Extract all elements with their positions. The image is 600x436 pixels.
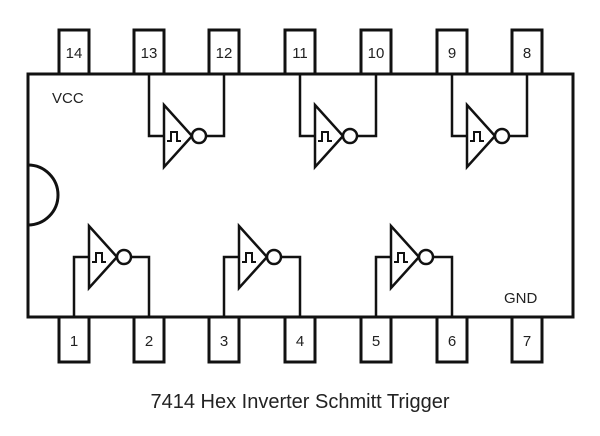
pin-box <box>510 315 544 364</box>
inverter-bubble <box>341 127 359 145</box>
pin-number: 14 <box>66 45 83 62</box>
input-wire <box>147 74 164 138</box>
pin-box <box>283 315 317 364</box>
pin-box <box>207 315 241 364</box>
inverter-bubble <box>265 248 283 266</box>
pin-number: 2 <box>145 333 153 350</box>
output-wire <box>509 74 529 138</box>
pin-number: 4 <box>296 333 304 350</box>
pin-number: 1 <box>70 333 78 350</box>
schmitt-inverter-gate <box>374 222 454 317</box>
pin-number: 12 <box>216 45 233 62</box>
pin-number: 6 <box>448 333 456 350</box>
hysteresis-icon <box>318 131 332 142</box>
inverter-bubble <box>417 248 435 266</box>
pin-5: 5 <box>359 315 393 364</box>
output-wire <box>131 255 151 317</box>
orientation-notch <box>27 163 60 227</box>
output-wire <box>206 74 226 138</box>
pin-7: 7 <box>510 315 544 364</box>
pin-number: 8 <box>523 45 531 62</box>
input-wire <box>72 255 89 317</box>
inverter-bubble <box>115 248 133 266</box>
gnd-label: GND <box>504 290 538 307</box>
schmitt-inverter-gate <box>72 222 151 317</box>
inverter-bubble <box>190 127 208 145</box>
pin-12: 12 <box>207 28 241 76</box>
pin-13: 13 <box>132 28 166 76</box>
schmitt-inverter-gate <box>298 74 378 171</box>
pin-11: 11 <box>283 28 317 76</box>
schmitt-inverter-gate <box>222 222 302 317</box>
pin-14: 14 <box>57 28 91 76</box>
pin-number: 3 <box>220 333 228 350</box>
hysteresis-icon <box>242 252 256 263</box>
pin-number: 7 <box>523 333 531 350</box>
pin-9: 9 <box>435 28 469 76</box>
input-wire <box>450 74 467 138</box>
pin-1: 1 <box>57 315 91 364</box>
pin-box <box>510 28 544 76</box>
output-wire <box>357 74 378 138</box>
pin-box <box>435 28 469 76</box>
vcc-label: VCC <box>52 90 84 107</box>
pin-number: 5 <box>372 333 380 350</box>
output-wire <box>433 255 454 317</box>
input-wire <box>298 74 315 138</box>
schmitt-inverter-gate <box>147 74 226 171</box>
pin-number: 13 <box>141 45 158 62</box>
hysteresis-icon <box>167 131 181 142</box>
pin-10: 10 <box>359 28 393 76</box>
hysteresis-icon <box>470 131 484 142</box>
inverter-bubble <box>493 127 511 145</box>
pin-6: 6 <box>435 315 469 364</box>
input-wire <box>222 255 239 317</box>
pin-number: 10 <box>368 45 385 62</box>
diagram-title: 7414 Hex Inverter Schmitt Trigger <box>150 391 449 413</box>
input-wire <box>374 255 391 317</box>
pin-number: 9 <box>448 45 456 62</box>
output-wire <box>281 255 302 317</box>
pin-3: 3 <box>207 315 241 364</box>
hysteresis-icon <box>394 252 408 263</box>
pin-box <box>57 28 91 76</box>
pin-2: 2 <box>132 315 166 364</box>
hysteresis-icon <box>92 252 106 263</box>
pin-4: 4 <box>283 315 317 364</box>
pin-box <box>283 28 317 76</box>
pin-box <box>359 28 393 76</box>
schmitt-inverter-gate <box>450 74 529 171</box>
pin-number: 11 <box>292 45 308 62</box>
pin-8: 8 <box>510 28 544 76</box>
